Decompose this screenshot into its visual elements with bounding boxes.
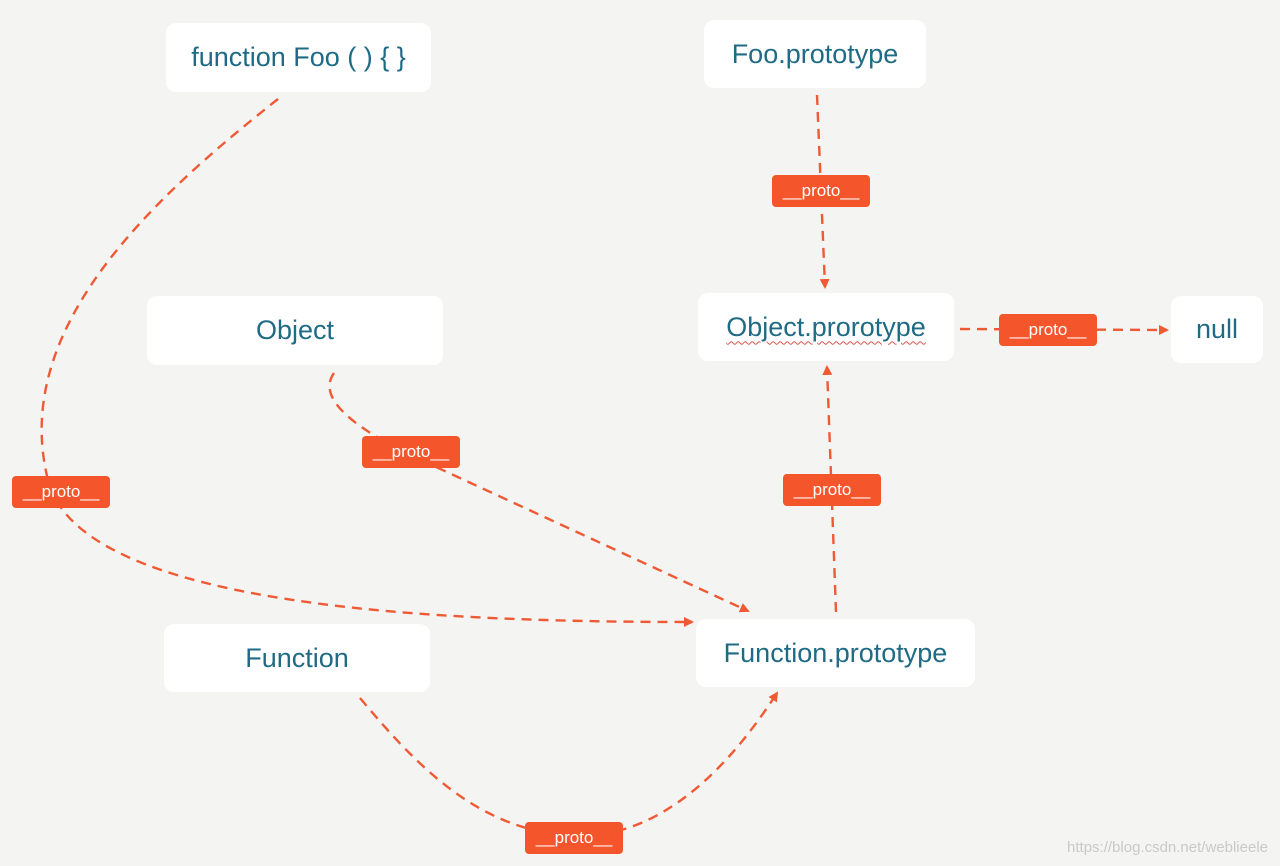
node-function: Function: [164, 624, 430, 692]
edge-label-function-proto: __proto__: [525, 822, 623, 854]
node-object-prototype: Object.prorotype: [698, 293, 954, 361]
node-function-prototype: Function.prototype: [696, 619, 975, 687]
edge-function-to-function-prototype: [359, 691, 779, 838]
node-function-prototype-label: Function.prototype: [723, 637, 948, 668]
node-foo-function: function Foo ( ) { }: [166, 23, 431, 92]
node-object-label: Object: [255, 315, 335, 345]
node-null-label: null: [1195, 314, 1239, 344]
node-null: null: [1171, 296, 1263, 363]
node-function-label: Function: [245, 642, 349, 673]
node-object-prototype-label: Object.prorotype: [726, 311, 926, 342]
edge-label-foo-prototype-proto: __proto__: [772, 175, 870, 207]
node-foo-function-label: function Foo ( ) { }: [191, 42, 406, 72]
watermark: https://blog.csdn.net/weblieele: [1067, 839, 1268, 856]
node-foo-prototype-label: Foo.prototype: [731, 38, 899, 69]
edge-foo-prototype-to-object-prototype: [815, 94, 830, 289]
edge-label-function-prototype-proto: __proto__: [783, 474, 881, 506]
node-object: Object: [147, 296, 443, 365]
node-foo-prototype: Foo.prototype: [704, 20, 926, 88]
edge-object-to-function-prototype: [328, 372, 750, 613]
edge-label-foo-function-proto: __proto__: [12, 476, 110, 508]
edge-label-object-prototype-proto: __proto__: [999, 314, 1097, 346]
edge-foo-function-to-function-prototype: [40, 98, 694, 627]
edge-label-object-proto: __proto__: [362, 436, 460, 468]
